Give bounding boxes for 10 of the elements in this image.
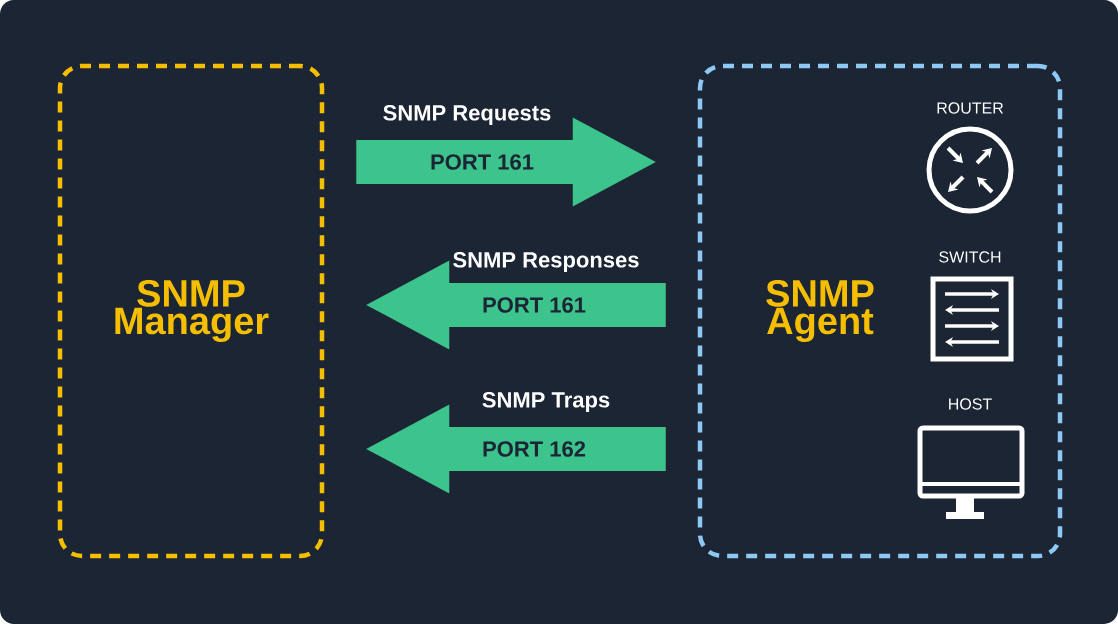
switch-label: SWITCH	[939, 251, 1001, 263]
edge-label: PORT 161	[429, 153, 535, 171]
router-label: ROUTER	[937, 102, 1004, 114]
arrow-caption: SNMP Responses	[453, 252, 639, 272]
edge-label: PORT 161	[481, 296, 587, 314]
arrow-caption: SNMP Traps	[482, 392, 610, 412]
manager-box: SNMP Manager	[57, 63, 325, 559]
arrow-caption: SNMP Requests	[383, 105, 551, 125]
edge-label: PORT 162	[481, 440, 587, 458]
monitor-label: HOST	[949, 398, 992, 410]
